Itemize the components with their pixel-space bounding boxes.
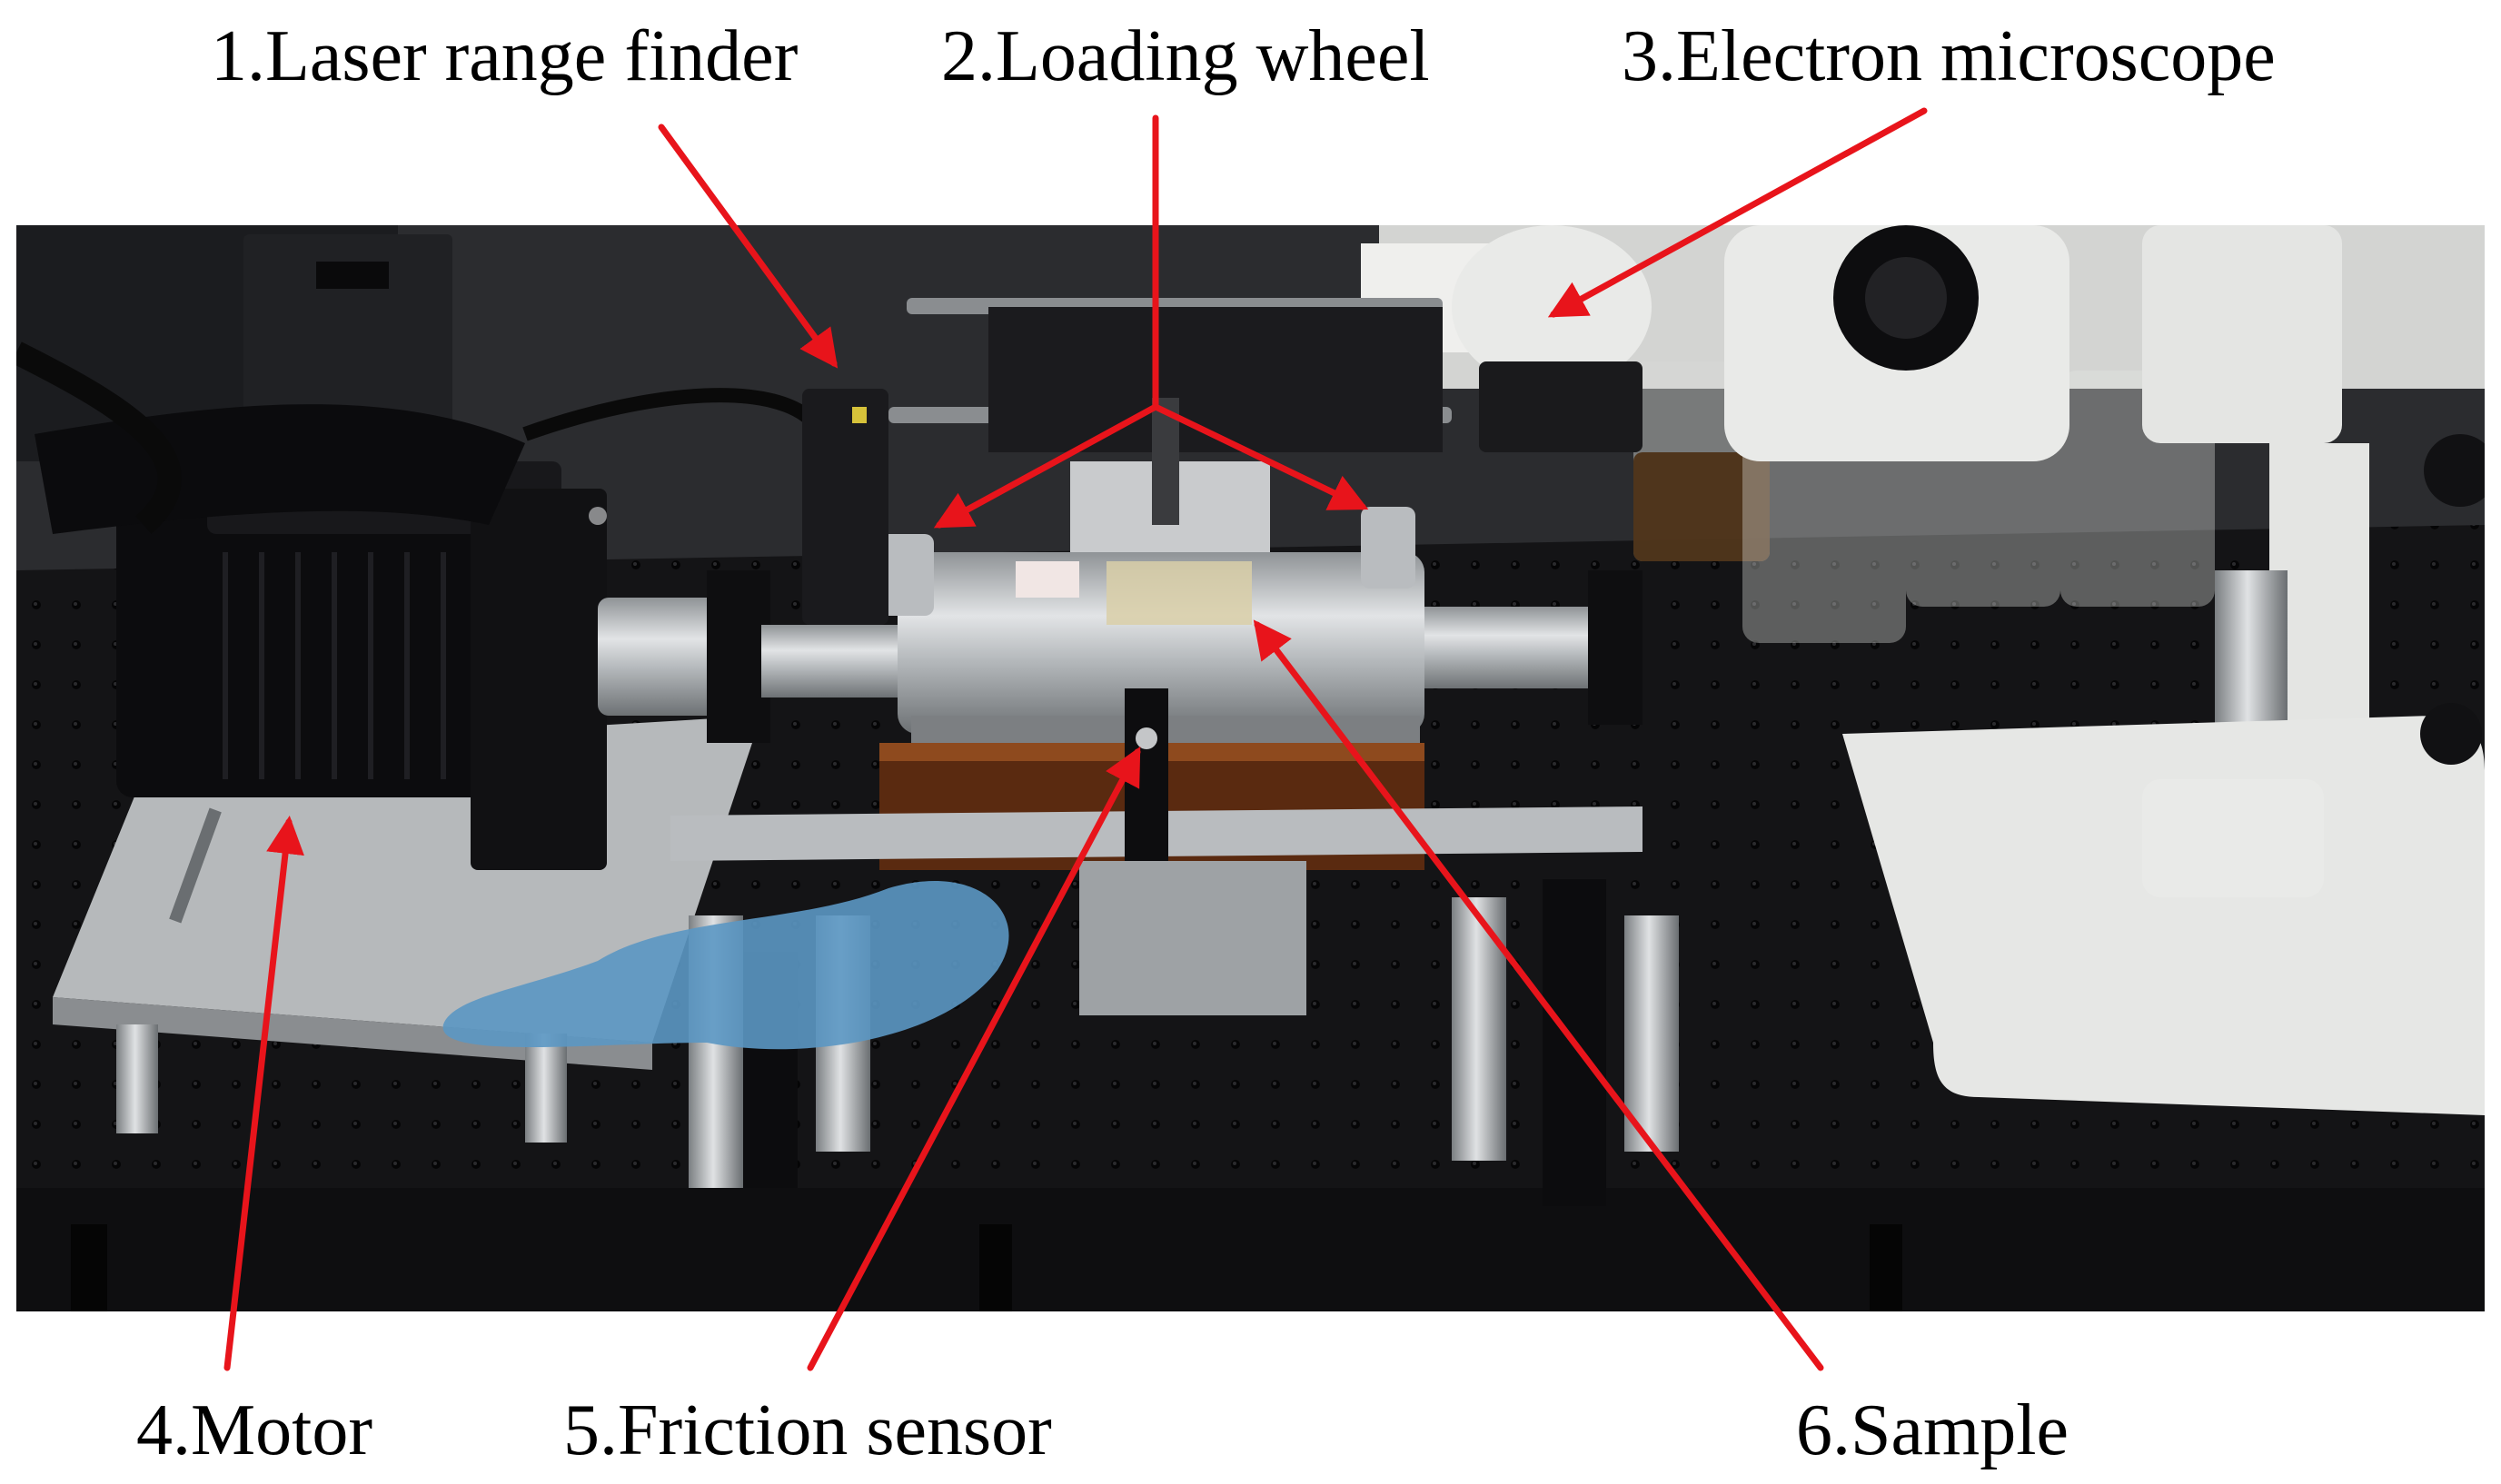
label-friction-sensor: 5.Friction sensor (563, 1390, 1052, 1470)
loading-wheel-right (1361, 507, 1415, 589)
photo-illustration (16, 225, 2485, 1311)
experimental-setup-photo (16, 225, 2485, 1311)
label-sample: 6.Sample (1796, 1390, 2069, 1470)
friction-sensor (1125, 688, 1168, 888)
label-loading-wheel: 2.Loading wheel (941, 16, 1430, 96)
lift-stage (1079, 861, 1306, 1015)
label-laser-range-finder: 1.Laser range finder (211, 16, 799, 96)
label-electron-microscope: 3.Electron microscope (1622, 16, 2276, 96)
laser-range-finder (802, 389, 888, 625)
microscope-base (1842, 716, 2485, 1115)
label-motor: 4.Motor (136, 1390, 372, 1470)
loading-wheel-left (879, 534, 934, 616)
